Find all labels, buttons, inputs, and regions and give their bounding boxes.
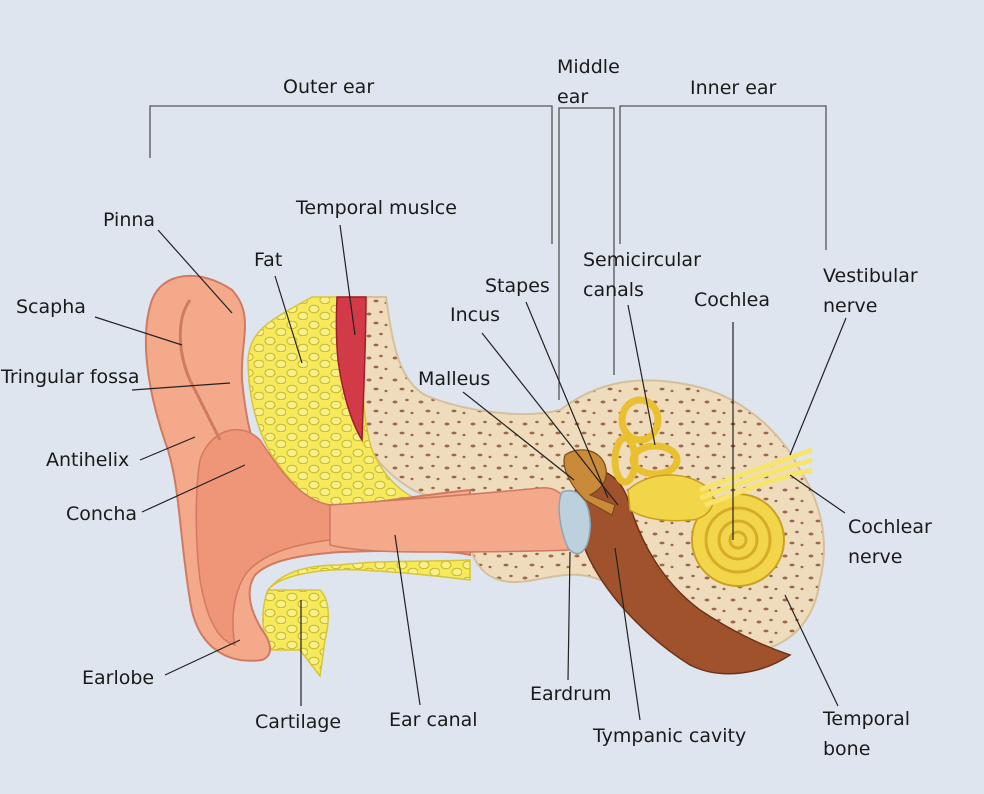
antihelix-label: Antihelix	[46, 449, 130, 471]
vestibule-shape	[627, 474, 714, 522]
incus-label: Incus	[450, 304, 501, 326]
ossicles-shape	[563, 449, 616, 516]
temporal-muscle	[335, 296, 367, 443]
cochlea-label: Cochlea	[694, 289, 770, 311]
semicircular-canals-shape	[611, 396, 681, 486]
inner-ear-label: Inner ear	[690, 77, 777, 99]
eardrum-label: Eardrum	[530, 683, 612, 705]
triangular-fossa-label: Tringular fossa	[1, 366, 140, 388]
earlobe-label: Earlobe	[82, 667, 155, 689]
nerve-bundle	[699, 447, 813, 508]
leader-lines	[94, 224, 847, 721]
cochlear-nerve-label: Cochlear nerve	[848, 516, 932, 568]
tympanic-cavity-label: Tympanic cavity	[593, 725, 747, 747]
middle-ear-label: Middle ear	[557, 56, 620, 108]
temporal-muscle-label: Temporal muslce	[296, 197, 457, 219]
outer-ear-label: Outer ear	[283, 76, 375, 98]
semicircular-canals-label: Semicircular canals	[583, 249, 701, 301]
fat-label: Fat	[254, 249, 283, 271]
malleus-label: Malleus	[418, 368, 491, 390]
section-brackets	[149, 105, 827, 400]
temporal-bone-label: Temporal bone	[823, 708, 910, 760]
scapha-fold	[178, 299, 222, 441]
pinna-label: Pinna	[103, 209, 156, 231]
fat-lower	[262, 559, 471, 678]
concha-shape	[195, 429, 331, 647]
concha-label: Concha	[66, 503, 138, 525]
scapha-label: Scapha	[16, 296, 86, 318]
vestibular-nerve-label: Vestibular nerve	[823, 265, 918, 317]
stapes-label: Stapes	[485, 275, 550, 297]
ear-canal-label: Ear canal	[389, 709, 478, 731]
cartilage-label: Cartilage	[255, 711, 342, 733]
